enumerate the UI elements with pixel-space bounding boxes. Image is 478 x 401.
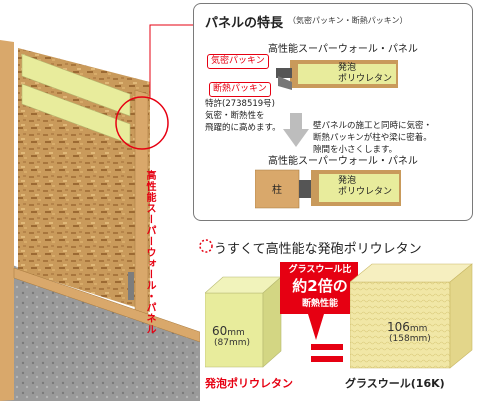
foam-caption: 発泡ポリウレタン [205, 377, 293, 390]
badge-text: グラスウール比 約2倍の 断熱性能 [283, 262, 357, 309]
comparison-title: うすくて高性能な発砲ポリウレタン [214, 242, 422, 257]
glass-thickness-alt: (158mm) [389, 334, 431, 344]
callout-circle [115, 96, 169, 150]
airtight-packing-tag: 気密パッキン [207, 54, 269, 69]
patent-note: 特許(2738519号) 気密・断熱性を 飛躍的に高めます。 [205, 98, 281, 134]
panel-section-top [276, 60, 398, 90]
description-line: 断熱パッキンが柱や梁に密着。 [313, 133, 432, 143]
panel-name-top: 高性能スーパーウォール・パネル [268, 44, 418, 55]
wall-panel-label: 高性能スーパーウォール・パネル [144, 170, 155, 335]
wall-illustration [0, 24, 200, 401]
features-subtitle: （気密パッキン・断熱パッキン） [288, 16, 408, 25]
glass-wool-block [350, 263, 473, 369]
insulation-packing-shape [278, 76, 292, 90]
pillar-shape [255, 169, 300, 209]
insulation-packing-tag: 断熱パッキン [209, 82, 271, 97]
foam-label-top: 発泡 ポリウレタン [338, 63, 393, 84]
foam-thickness-alt: (87mm) [214, 338, 251, 348]
description-line: 隙間を小さくします。 [313, 145, 398, 155]
patent-line: 気密・断熱性を [205, 111, 265, 121]
badge-line3: 断熱性能 [301, 299, 338, 309]
patent-line: 特許(2738519号) [205, 99, 275, 109]
badge-line2: 約2倍の [292, 277, 348, 295]
badge-line1: グラスウール比 [288, 265, 352, 275]
performance-badge [280, 262, 358, 340]
foam-thickness: 60mm [212, 324, 245, 338]
pillar-label: 柱 [272, 185, 282, 196]
airtight-packing-shape [276, 68, 292, 78]
glass-thickness: 106mm [387, 320, 428, 334]
callout-leader [149, 24, 195, 98]
foam-label-bottom: 発泡 ポリウレタン [338, 176, 393, 197]
patent-line: 飛躍的に高めます。 [205, 123, 281, 133]
glass-caption: グラスウール(16K) [345, 377, 445, 390]
down-arrow-icon [283, 113, 309, 147]
hold-down-bracket [128, 272, 134, 300]
foam-strips [21, 53, 131, 145]
panel-name-bottom: 高性能スーパーウォール・パネル [268, 156, 418, 167]
dotted-circle-icon [199, 239, 213, 253]
foam-block [205, 276, 282, 368]
left-post [0, 40, 14, 401]
ground [0, 260, 200, 401]
description-line: 壁パネルの施工と同時に気密・ [313, 121, 433, 131]
equals-sign [311, 344, 343, 362]
features-title: パネルの特長 [205, 16, 284, 31]
packing-description: 壁パネルの施工と同時に気密・ 断熱パッキンが柱や梁に密着。 隙間を小さくします。 [313, 120, 432, 156]
sill-plate [13, 267, 200, 343]
panel-section-bottom [255, 169, 401, 209]
